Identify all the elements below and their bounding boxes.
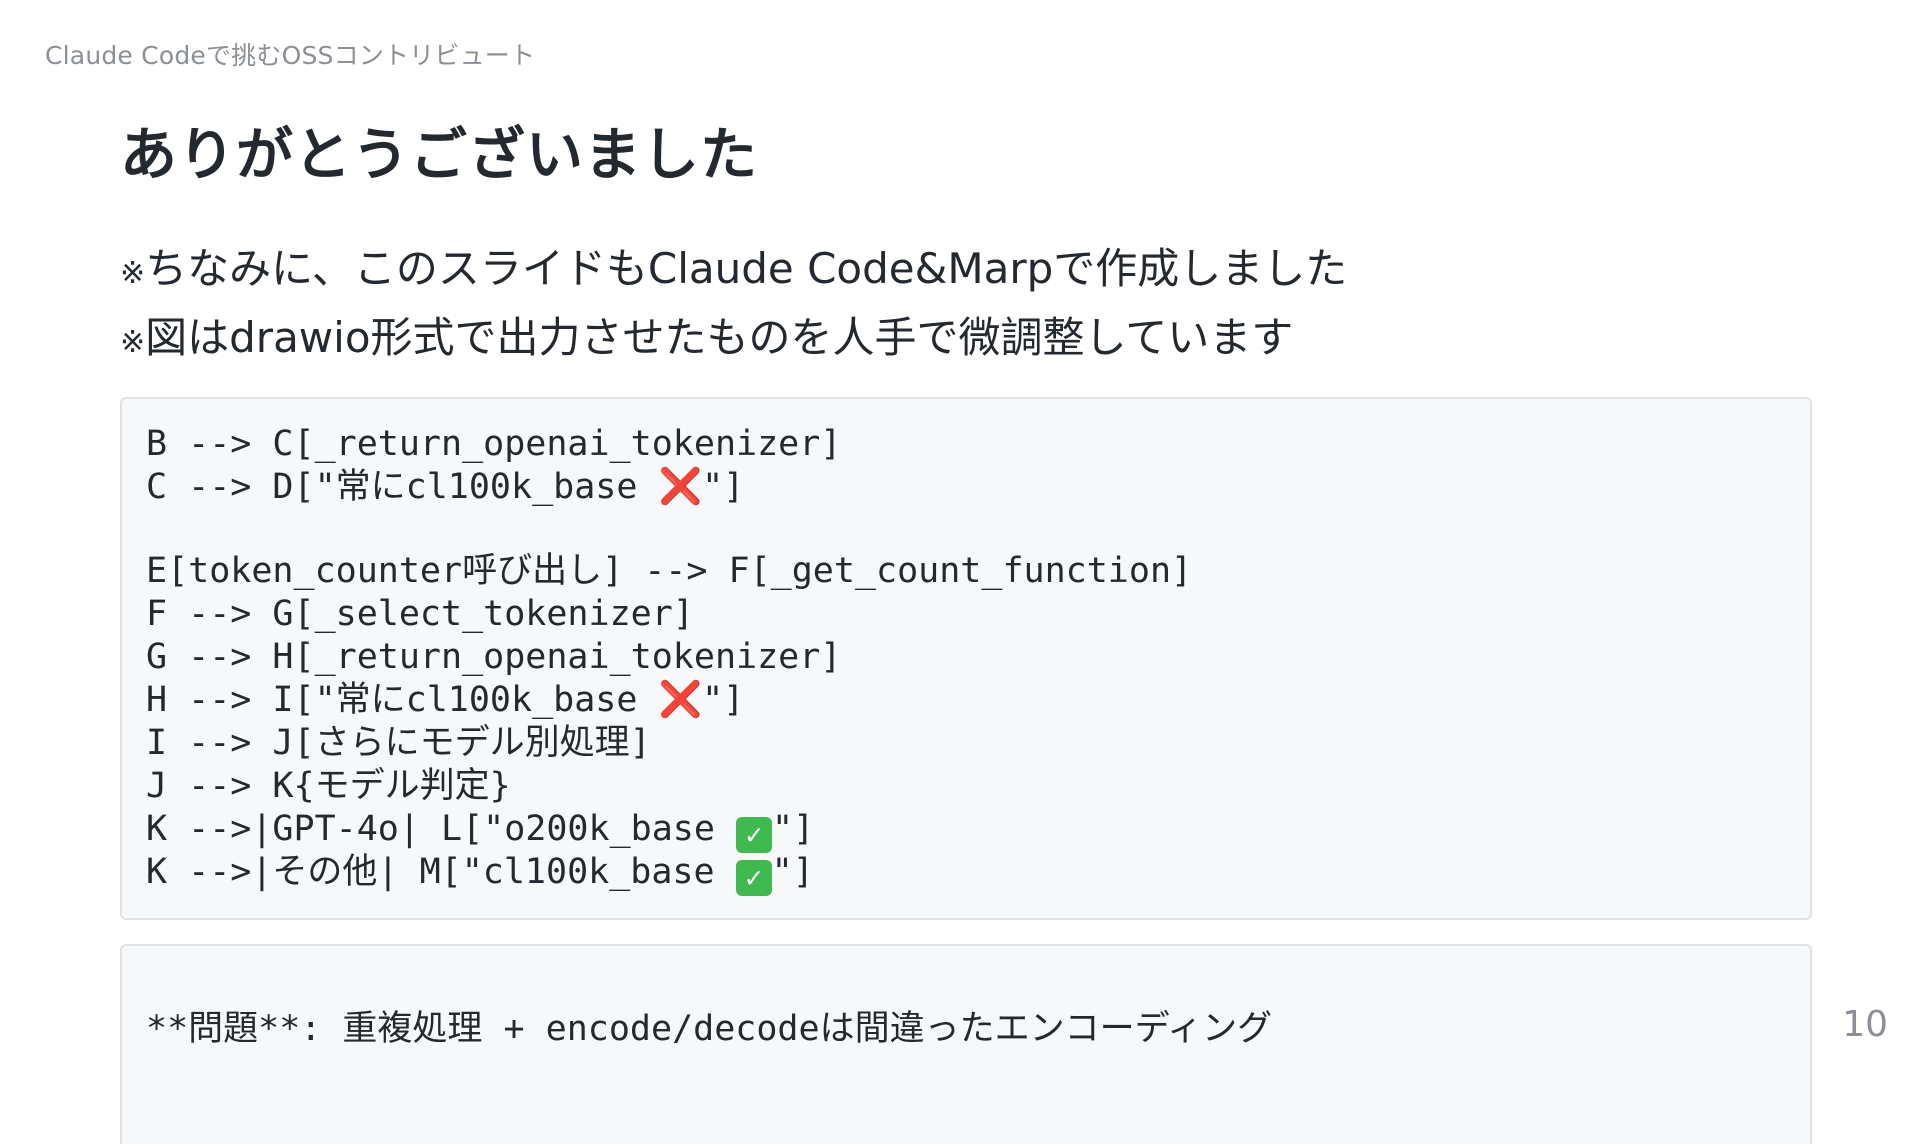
code-block: B --> C[_return_openai_tokenizer] C --> … [120, 397, 1812, 920]
code-text: I --> J[さらにモデル別処理] [146, 723, 651, 763]
note-item: ※図はdrawio形式で出力させたものを人手で微調整しています [120, 306, 1812, 375]
code-text: K -->|その他| M["cl100k_base [146, 852, 736, 892]
check-mark-icon: ✓ [735, 860, 772, 896]
slide-header-title: Claude Codeで挑むOSSコントリビュート [45, 41, 536, 70]
code-text: K -->|GPT-4o| L["o200k_base [146, 809, 737, 849]
notes-list: ※ちなみに、このスライドもClaude Code&Marpで作成しました ※図は… [120, 237, 1812, 375]
code-line: **問題**: 重複処理 + encode/decodeは間違ったエンコーディン… [146, 1008, 1786, 1051]
reference-mark: ※ [120, 256, 146, 291]
code-text: H --> I["常にcl100k_base [146, 680, 659, 720]
code-line-blank [146, 509, 1786, 550]
cross-mark-icon: ❌ [658, 467, 703, 507]
code-text: C --> D["常にcl100k_base [146, 467, 659, 507]
code-line: C --> D["常にcl100k_base ❌"] [146, 466, 1786, 509]
code-text: "] [771, 852, 814, 892]
code-text: G --> H[_return_openai_tokenizer] [146, 637, 842, 677]
note-text: 図はdrawio形式で出力させたものを人手で微調整しています [145, 313, 1294, 362]
code-line: J --> K{モデル判定} [146, 765, 1786, 808]
code-text: E[token_counter呼び出し] --> F[_get_count_fu… [146, 551, 1193, 591]
slide-content: ありがとうございました ※ちなみに、このスライドもClaude Code&Mar… [120, 115, 1812, 1144]
code-text: "] [702, 467, 745, 507]
code-line: E[token_counter呼び出し] --> F[_get_count_fu… [146, 550, 1786, 593]
check-mark-icon: ✓ [736, 817, 773, 853]
note-text: ちなみに、このスライドもClaude Code&Marpで作成しました [145, 244, 1348, 293]
slide-title: ありがとうございました [120, 122, 758, 188]
code-text: "] [702, 680, 745, 720]
code-line: G --> H[_return_openai_tokenizer] [146, 636, 1786, 679]
code-text: F --> G[_select_tokenizer] [146, 594, 694, 634]
reference-mark: ※ [120, 325, 146, 360]
code-line: I --> J[さらにモデル別処理] [146, 722, 1786, 765]
code-text: **問題**: 重複処理 + encode/decodeは間違ったエンコーディン… [146, 1009, 1273, 1049]
code-line: H --> I["常にcl100k_base ❌"] [146, 679, 1786, 722]
code-block: **問題**: 重複処理 + encode/decodeは間違ったエンコーディン… [120, 944, 1812, 1144]
code-line: B --> C[_return_openai_tokenizer] [146, 423, 1786, 466]
page-number: 10 [1842, 1004, 1888, 1045]
cross-mark-icon: ❌ [658, 680, 703, 720]
note-item: ※ちなみに、このスライドもClaude Code&Marpで作成しました [120, 237, 1812, 306]
code-line: F --> G[_select_tokenizer] [146, 593, 1786, 636]
code-text: J --> K{モデル判定} [146, 766, 511, 806]
code-line: K -->|GPT-4o| L["o200k_base ✓"] [146, 808, 1786, 853]
code-line: K -->|その他| M["cl100k_base ✓"] [146, 851, 1786, 896]
code-text: "] [772, 809, 815, 849]
code-text: B --> C[_return_openai_tokenizer] [146, 424, 842, 464]
